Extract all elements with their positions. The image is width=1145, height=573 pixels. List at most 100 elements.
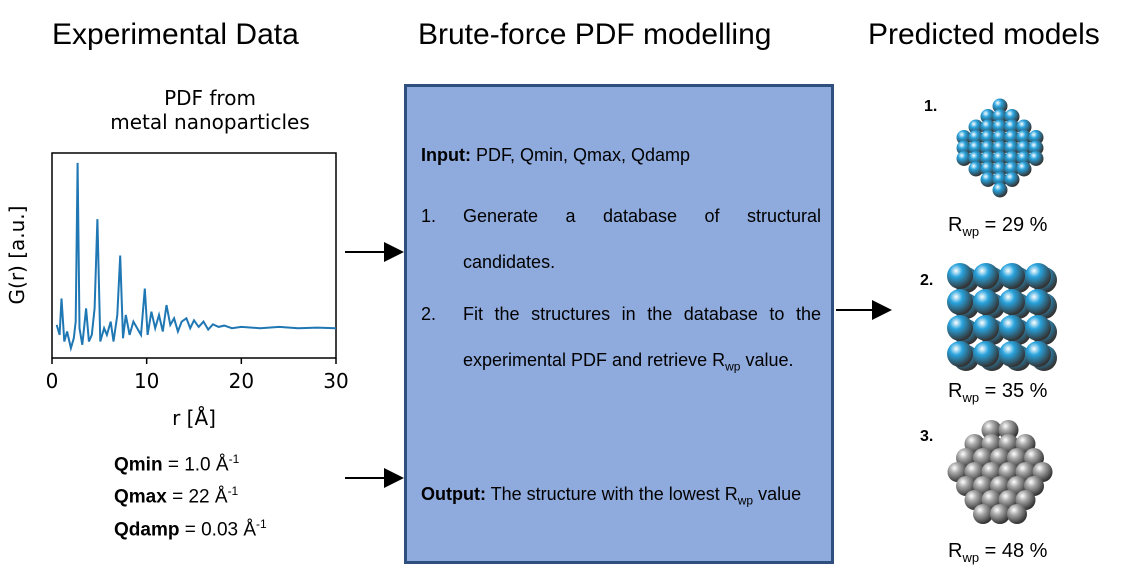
step-2-number: 2. [421, 304, 437, 324]
param-qmax-value: = 22 Å [166, 486, 228, 508]
predicted-models-heading: Predicted models [868, 18, 1100, 51]
param-qmin-label: Qmin [114, 454, 163, 476]
atom-sphere [1016, 119, 1032, 135]
atom-sphere [992, 151, 1008, 166]
output-text-a: The structure with the lowest R [485, 484, 738, 504]
atom-sphere [999, 341, 1025, 367]
model-1-number: 1. [924, 98, 938, 115]
atom-sphere [1004, 140, 1020, 156]
atom-sphere [947, 263, 973, 289]
atom-sphere [992, 119, 1008, 135]
atom-sphere [990, 504, 1010, 524]
atom-sphere [956, 151, 972, 166]
atom-sphere [998, 420, 1019, 440]
model-2-rwp-main: R [948, 380, 963, 402]
input-line: Input: PDF, Qmin, Qmax, Qdamp [421, 145, 690, 166]
atom-sphere [1028, 130, 1044, 145]
step-1: 1. Generate a database of structural can… [421, 193, 821, 285]
atom-sphere [980, 109, 996, 124]
q-parameters: Qmin = 1.0 Å -1 Qmax = 22 Å-1 Qdamp = 0.0… [114, 446, 267, 543]
plot-title-line1: PDF from [164, 86, 256, 110]
atom-sphere [947, 289, 973, 315]
model-3-rwp-main: R [948, 540, 963, 562]
param-qmax-label: Qmax [114, 486, 167, 508]
param-qdamp-label: Qdamp [114, 518, 180, 540]
step-2-sub: wp [725, 359, 741, 374]
step-2: 2. Fit the structures in the database to… [421, 291, 821, 390]
output-sub: wp [737, 493, 754, 508]
atom-sphere [992, 172, 1008, 187]
atom-sphere [1025, 315, 1051, 341]
atom-sphere [973, 263, 999, 289]
atom-sphere [1025, 263, 1051, 289]
plot-title: PDF from metal nanoparticles [80, 86, 340, 134]
pdf-series-line [55, 162, 337, 353]
model-2-number: 2. [920, 272, 934, 289]
x-tick-label: 0 [46, 369, 59, 393]
x-tick-label: 10 [134, 369, 159, 393]
model-1-rwp: Rwp = 29 % [948, 214, 1047, 239]
model-3-number: 3. [920, 428, 934, 445]
model-2-rwp-value: = 35 % [979, 380, 1048, 402]
atom-sphere [1016, 161, 1032, 177]
atom-sphere [980, 140, 996, 156]
atom-sphere [1004, 130, 1020, 145]
atom-sphere [1016, 140, 1032, 156]
atom-sphere [1025, 289, 1051, 315]
model-2-rwp: Rwp = 35 % [948, 380, 1047, 405]
atom-sphere [999, 263, 1025, 289]
atom-sphere [980, 151, 996, 166]
param-qmax: Qmax = 22 Å-1 [114, 478, 267, 510]
atom-sphere [1004, 109, 1020, 124]
param-qdamp-value: = 0.03 Å [179, 518, 257, 540]
atom-sphere [968, 161, 984, 177]
atom-sphere [992, 98, 1008, 114]
output-text: Output: The structure with the lowest Rw… [421, 471, 821, 524]
model-3-nanoparticle [947, 420, 1053, 524]
output-text-b: value [753, 484, 802, 504]
atom-sphere [956, 130, 972, 145]
atom-sphere [973, 315, 999, 341]
param-qmin-value: = 1.0 Å [162, 454, 229, 476]
x-axis-label: r [Å] [172, 406, 216, 430]
model-3-rwp-value: = 48 % [979, 540, 1048, 562]
atom-sphere [1016, 130, 1032, 145]
atom-sphere [1007, 504, 1027, 524]
atom-sphere [973, 341, 999, 367]
step-2-text: Fit the structures in the database to th… [463, 291, 821, 390]
atom-sphere [968, 151, 984, 166]
atom-sphere [968, 119, 984, 135]
step-1-text: Generate a database of structural candid… [463, 206, 821, 272]
atom-sphere [992, 182, 1008, 198]
atom-sphere [968, 130, 984, 145]
step-2-text-b: value. [740, 350, 794, 370]
brute-force-box: Input: PDF, Qmin, Qmax, Qdamp 1. Generat… [404, 84, 834, 564]
atom-sphere [992, 130, 1008, 145]
atom-sphere [980, 172, 996, 187]
model-2-rwp-sub: wp [962, 390, 980, 405]
atom-sphere [1016, 151, 1032, 166]
atom-sphere [999, 289, 1025, 315]
atom-sphere [1028, 151, 1044, 166]
input-label: Input: [421, 145, 471, 165]
atom-sphere [956, 140, 972, 156]
model-1-nanoparticle [956, 98, 1044, 198]
step-2-text-a: Fit the structures in the database to th… [463, 304, 821, 370]
model-1-rwp-main: R [948, 214, 963, 236]
param-qdamp: Qdamp = 0.03 Å-1 [114, 511, 267, 543]
output-label: Output: [421, 484, 486, 504]
atom-sphere [973, 289, 999, 315]
experimental-data-heading: Experimental Data [52, 18, 299, 51]
param-qmax-exp: -1 [227, 484, 239, 499]
atom-sphere [947, 341, 973, 367]
model-3-rwp-sub: wp [962, 550, 980, 565]
atom-sphere [947, 315, 973, 341]
atom-sphere [981, 420, 1002, 440]
model-1-rwp-value: = 29 % [979, 214, 1048, 236]
brute-force-heading: Brute-force PDF modelling [418, 18, 772, 51]
atom-sphere [999, 315, 1025, 341]
x-tick-label: 20 [229, 369, 254, 393]
atom-sphere [1004, 119, 1020, 135]
